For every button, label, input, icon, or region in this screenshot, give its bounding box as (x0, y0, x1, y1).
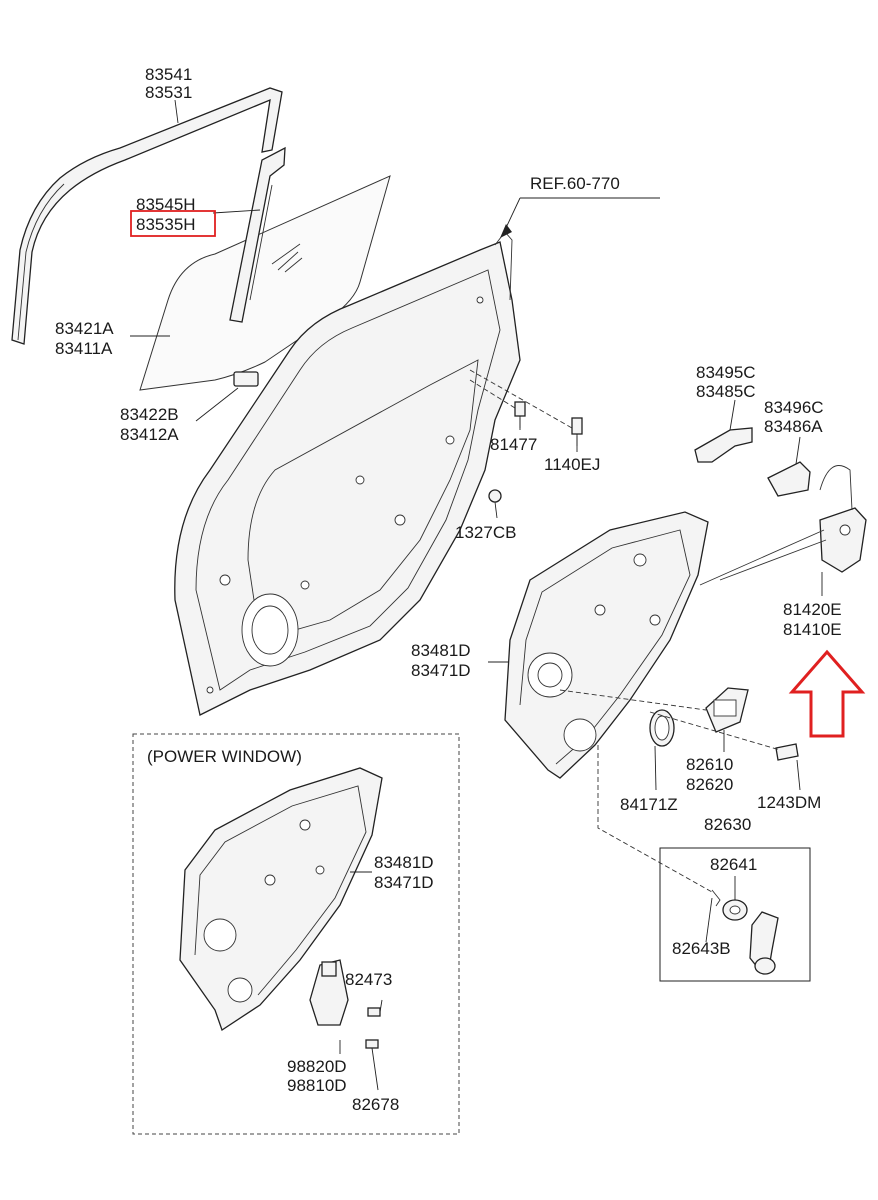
seal-84171Z (649, 709, 675, 791)
label-82641: 82641 (710, 855, 757, 874)
highlight-box (130, 210, 216, 237)
glass-run-channel (11, 87, 283, 345)
label-ref: REF.60-770 (530, 174, 620, 193)
rear-run-channel (229, 146, 286, 323)
label-pw-83471D: 83471D (374, 873, 434, 892)
screw-1243DM (775, 743, 801, 791)
label-83412A: 83412A (120, 425, 179, 444)
label-83495C: 83495C (696, 363, 756, 382)
label-82630: 82630 (704, 815, 751, 834)
label-1140EJ: 1140EJ (544, 455, 600, 474)
door-panel (174, 231, 521, 716)
handle-dash (559, 689, 707, 711)
screw-dash (649, 711, 781, 751)
label-82620: 82620 (686, 775, 733, 794)
label-1327CB: 1327CB (455, 523, 516, 542)
power-window-box (132, 733, 460, 1135)
label-98820D: 98820D (287, 1057, 347, 1076)
label-83545H: 83545H (136, 195, 196, 214)
label-83485C: 83485C (696, 382, 756, 401)
label-98810D: 98810D (287, 1076, 347, 1095)
label-84171Z: 84171Z (620, 795, 678, 814)
label-pw-83481D: 83481D (374, 853, 434, 872)
crank-dash (597, 745, 713, 893)
label-82643B: 82643B (672, 939, 731, 958)
bolt-dash-1 (469, 369, 573, 429)
glass-holder (233, 371, 259, 387)
label-83535H: 83535H (136, 215, 196, 234)
label-83422B: 83422B (120, 405, 179, 424)
nut-1327CB (488, 489, 502, 519)
label-82678: 82678 (352, 1095, 399, 1114)
handle-bracket-83496C (767, 461, 811, 497)
label-1243DM: 1243DM (757, 793, 821, 812)
leader-lines (130, 99, 823, 1054)
label-83486A: 83486A (764, 417, 823, 436)
label-81410E: 81410E (783, 620, 842, 639)
label-81420E: 81420E (783, 600, 842, 619)
label-82473: 82473 (345, 970, 392, 989)
label-81477: 81477 (490, 435, 537, 454)
bolt-dash-2 (469, 379, 516, 409)
door-latch (699, 465, 867, 586)
label-82610: 82610 (686, 755, 733, 774)
handle-bracket-83495C (694, 427, 753, 463)
red-arrow (788, 649, 866, 738)
crank-box (659, 847, 811, 982)
label-83541: 83541 (145, 65, 192, 84)
label-83421A: 83421A (55, 319, 114, 338)
label-83471D: 83471D (411, 661, 471, 680)
module-panel (504, 511, 709, 779)
label-83531: 83531 (145, 83, 192, 102)
inside-handle (705, 687, 749, 733)
label-83481D: 83481D (411, 641, 471, 660)
label-83411A: 83411A (55, 339, 113, 358)
label-83496C: 83496C (764, 398, 824, 417)
power-window-title: (POWER WINDOW) (147, 747, 302, 766)
